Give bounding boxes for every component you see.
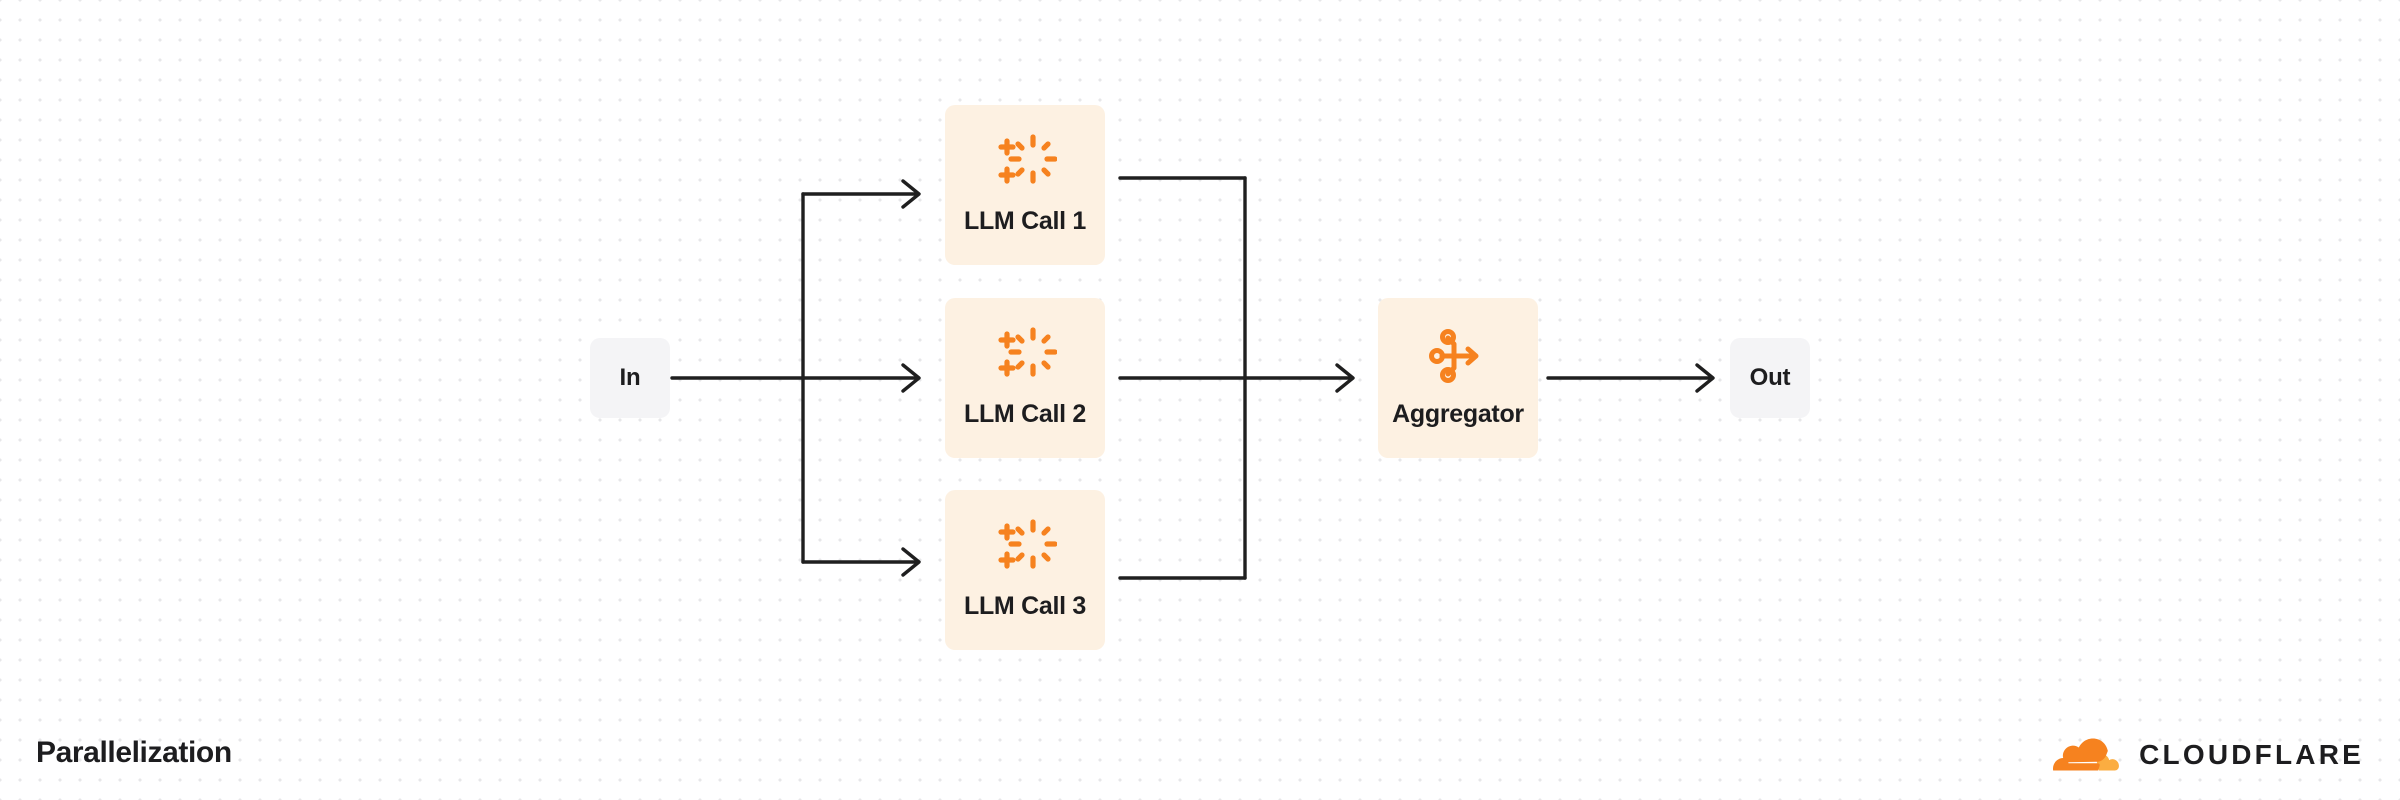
node-out-label: Out: [1749, 364, 1791, 391]
ai-sparkle-icon: [998, 327, 1057, 377]
node-llm-call-3[interactable]: LLM Call 3: [945, 490, 1105, 650]
merge-arrow-icon: [1429, 329, 1479, 383]
node-llm-call-1-label: LLM Call 1: [963, 207, 1086, 235]
arrowhead-aggregator: [1335, 363, 1355, 393]
ai-sparkle-icon: [998, 134, 1057, 184]
diagram-title: Parallelization: [36, 736, 232, 769]
node-aggregator-label: Aggregator: [1392, 400, 1524, 428]
node-in[interactable]: In: [590, 338, 670, 418]
node-llm-call-1[interactable]: LLM Call 1: [945, 105, 1105, 265]
node-aggregator[interactable]: Aggregator: [1378, 298, 1538, 458]
cloudflare-logo: CLOUDFLARE: [2053, 738, 2364, 772]
ai-sparkle-icon: [998, 519, 1057, 569]
arrowhead-out: [1695, 363, 1715, 393]
arrowhead-llm-call-3: [901, 547, 921, 577]
node-llm-call-3-label: LLM Call 3: [963, 592, 1086, 620]
node-llm-call-2-label: LLM Call 2: [963, 400, 1086, 428]
cloudflare-cloud-logo-icon: [2053, 738, 2120, 771]
cloudflare-wordmark: CLOUDFLARE: [2139, 739, 2364, 770]
node-llm-call-2[interactable]: LLM Call 2: [945, 298, 1105, 458]
node-in-label: In: [619, 364, 641, 391]
node-out[interactable]: Out: [1730, 338, 1810, 418]
arrowhead-llm-call-1: [901, 179, 921, 209]
arrowhead-llm-call-2: [901, 363, 921, 393]
